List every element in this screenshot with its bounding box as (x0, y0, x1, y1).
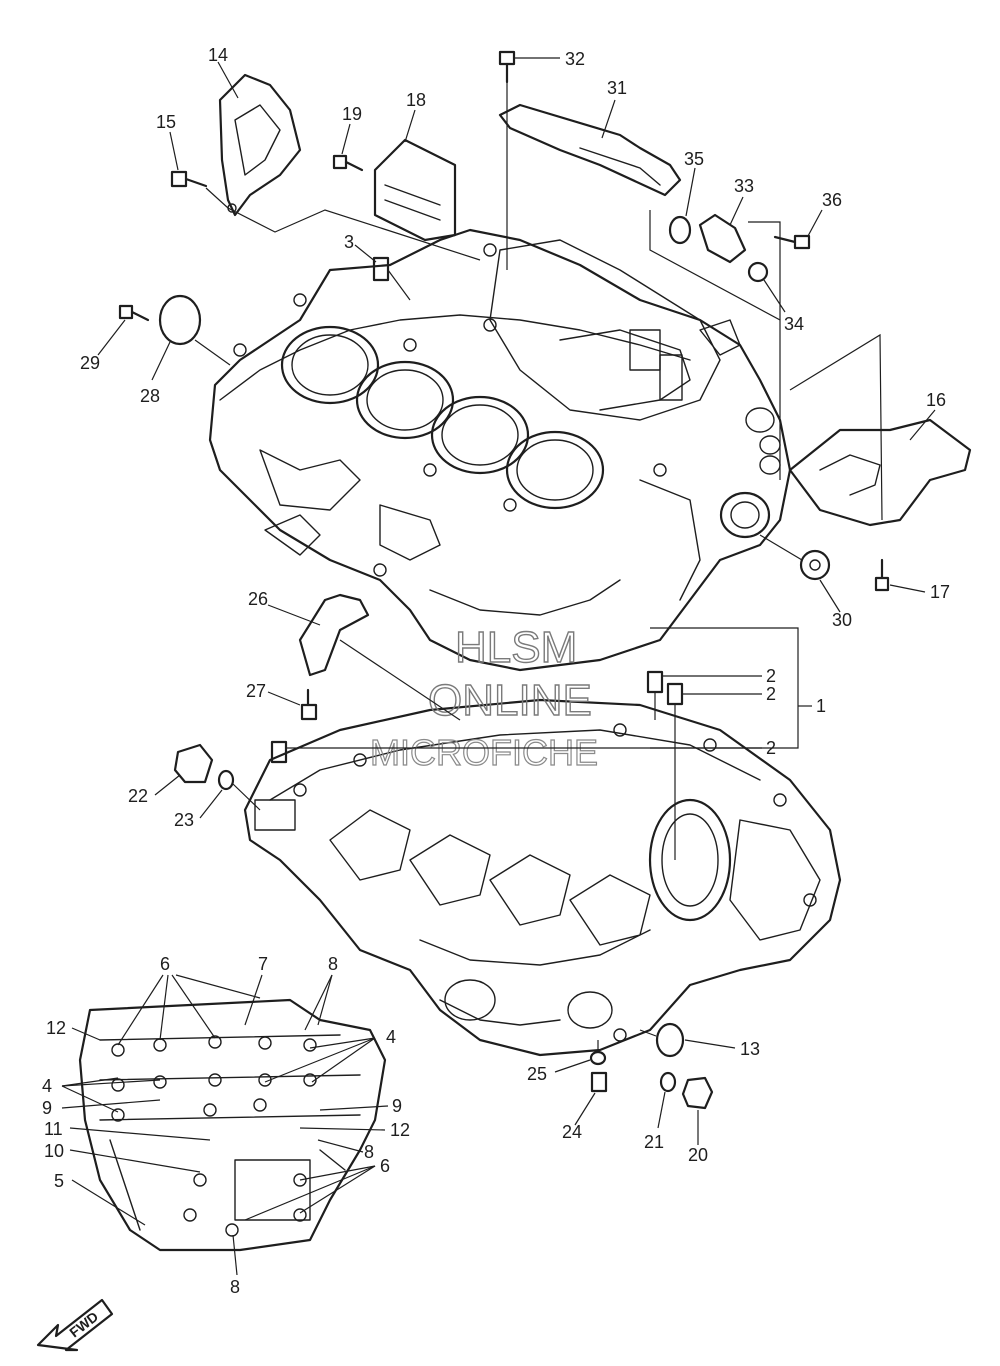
plug-22 (173, 743, 214, 784)
dowel-3 (372, 256, 390, 282)
bolt-36 (773, 234, 811, 250)
callout-8a: 8 (328, 954, 338, 974)
callout-21: 21 (644, 1132, 664, 1152)
cover-14 (218, 73, 302, 217)
callout-2b: 2 (766, 684, 776, 704)
callout-8b: 8 (364, 1142, 374, 1162)
watermark-line-2: ONLINE (428, 676, 592, 725)
callout-32: 32 (565, 49, 585, 69)
leader-lines (61, 57, 936, 1276)
upper-crankcase (208, 228, 792, 672)
callout-24: 24 (562, 1122, 582, 1142)
callout-23: 23 (174, 810, 194, 830)
callout-31: 31 (607, 78, 627, 98)
plug-13 (655, 1022, 685, 1058)
plug-20 (681, 1076, 714, 1110)
bolt-29 (118, 304, 150, 322)
oring-21 (659, 1071, 677, 1093)
callout-11: 11 (44, 1119, 63, 1139)
callout-22: 22 (128, 786, 148, 806)
callout-18: 18 (406, 90, 426, 110)
callout-15: 15 (156, 112, 176, 132)
callout-2a: 2 (766, 666, 776, 686)
callout-labels: 14 15 19 18 32 31 35 33 36 34 3 29 28 16… (42, 45, 950, 1297)
callout-12b: 12 (390, 1120, 410, 1140)
callout-7: 7 (258, 954, 268, 974)
oring-23 (217, 769, 235, 791)
oring-25 (589, 1050, 607, 1066)
bolt-17 (874, 558, 890, 592)
watermark-line-1: HLSM (455, 623, 577, 672)
callout-9a: 9 (42, 1098, 52, 1118)
callout-14: 14 (208, 45, 228, 65)
callout-6b: 6 (380, 1156, 390, 1176)
plate-16 (788, 418, 972, 527)
plate-18 (373, 138, 457, 242)
callout-34: 34 (784, 314, 804, 334)
watermark-line-3: MICROFICHE (370, 732, 598, 773)
callout-20: 20 (688, 1145, 708, 1165)
callout-16: 16 (926, 390, 946, 410)
callout-1: 1 (816, 696, 826, 716)
bolt-32 (498, 50, 516, 84)
oring-35 (668, 215, 692, 245)
callout-35: 35 (684, 149, 704, 169)
bracket-26 (298, 593, 370, 677)
guide-31 (498, 103, 682, 197)
callout-8c: 8 (230, 1277, 240, 1297)
callout-27: 27 (246, 681, 266, 701)
callout-3: 3 (344, 232, 354, 252)
filter-24 (590, 1071, 608, 1093)
callout-10: 10 (44, 1141, 64, 1161)
callout-4b: 4 (386, 1027, 396, 1047)
callout-2c: 2 (766, 738, 776, 758)
callout-29: 29 (80, 353, 100, 373)
oring-34 (747, 261, 769, 283)
sensor-33 (698, 213, 747, 264)
callout-6a: 6 (160, 954, 170, 974)
bolt-15 (170, 170, 208, 188)
callout-25: 25 (527, 1064, 547, 1084)
callout-4a: 4 (42, 1076, 52, 1096)
callout-17: 17 (930, 582, 950, 602)
callout-28: 28 (140, 386, 160, 406)
callout-5: 5 (54, 1171, 64, 1191)
callout-19: 19 (342, 104, 362, 124)
plug-28 (158, 294, 202, 346)
gear-30 (799, 549, 831, 581)
callout-26: 26 (248, 589, 268, 609)
bolt-19 (332, 154, 364, 172)
callout-33: 33 (734, 176, 754, 196)
fwd-arrow-icon: FWD (36, 1298, 114, 1352)
watermark: HLSM ONLINE MICROFICHE (369, 622, 598, 773)
callout-9b: 9 (392, 1096, 402, 1116)
callout-13: 13 (740, 1039, 760, 1059)
callout-36: 36 (822, 190, 842, 210)
callout-12a: 12 (46, 1018, 66, 1038)
lower-crankcase (243, 698, 842, 1057)
callout-30: 30 (832, 610, 852, 630)
bolt-27 (300, 688, 318, 721)
